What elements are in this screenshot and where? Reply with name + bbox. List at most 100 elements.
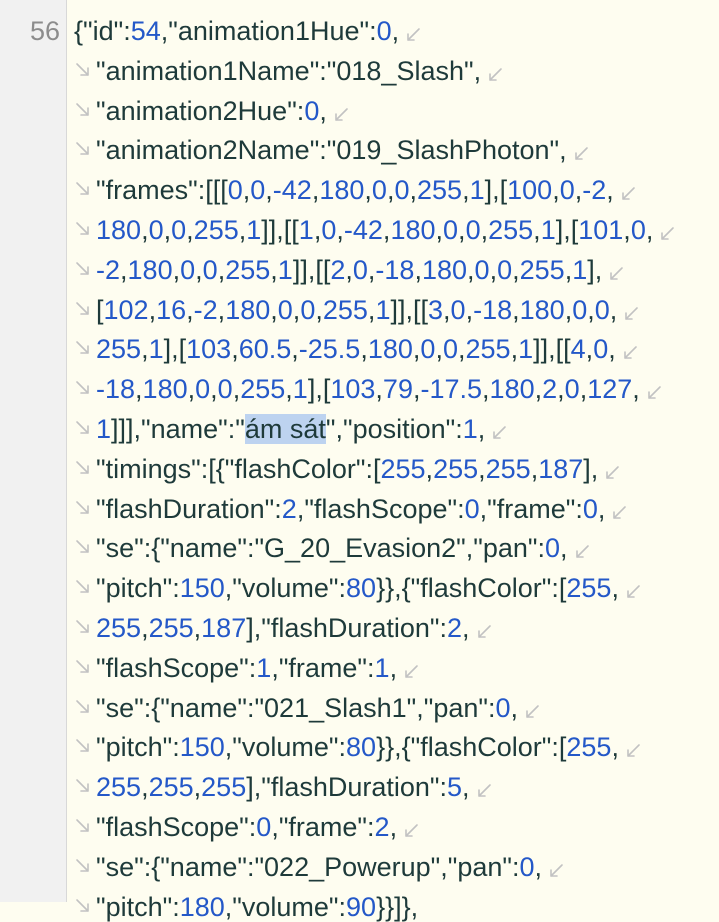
string-token: "019_SlashPhoton" <box>326 135 560 165</box>
punctuation-token: ], <box>246 772 262 802</box>
number-token: 0 <box>195 374 211 404</box>
string-token: "flashColor" <box>410 732 552 762</box>
number-token: 0 <box>545 533 561 563</box>
punctuation-token: , <box>611 573 619 603</box>
wrap-continue-icon <box>74 219 94 239</box>
punctuation-token: , <box>414 255 422 285</box>
number-token: 60.5 <box>238 334 292 364</box>
punctuation-token: , <box>389 653 398 683</box>
wrap-arrow-icon <box>403 26 423 46</box>
wrap-arrow-icon <box>606 265 626 285</box>
number-token: -2 <box>193 295 218 325</box>
punctuation-token: ]]], <box>111 414 142 444</box>
number-token: 0 <box>519 852 535 882</box>
punctuation-token: , <box>141 215 149 245</box>
punctuation-token: , <box>336 215 344 245</box>
punctuation-token: : <box>319 56 327 86</box>
number-token: 1 <box>298 215 314 245</box>
number-token: 255 <box>322 295 368 325</box>
number-token: 150 <box>179 573 225 603</box>
number-token: 180 <box>225 295 271 325</box>
punctuation-token: }},{ <box>376 573 411 603</box>
punctuation-token: , <box>391 16 400 46</box>
string-token: "name" <box>160 693 247 723</box>
number-token: 150 <box>179 732 225 762</box>
number-token: 0 <box>474 255 490 285</box>
punctuation-token: , <box>141 613 149 643</box>
string-token: "flashScope" <box>96 812 249 842</box>
punctuation-token: , <box>467 255 475 285</box>
punctuation-token: , <box>389 812 398 842</box>
punctuation-token: : <box>248 812 257 842</box>
punctuation-token: :[ <box>551 573 567 603</box>
punctuation-token: , <box>557 374 565 404</box>
wrap-arrow-icon <box>546 862 566 882</box>
wrap-continue-icon <box>74 537 94 557</box>
line-number: 56 <box>29 16 60 46</box>
punctuation-token: :{ <box>143 693 161 723</box>
punctuation-token: : <box>296 96 305 126</box>
number-token: -17.5 <box>420 374 483 404</box>
number-token: 0 <box>582 494 598 524</box>
punctuation-token: , <box>609 295 618 325</box>
number-token: 255 <box>488 215 534 245</box>
punctuation-token: : <box>338 573 347 603</box>
string-token: "timings" <box>96 454 201 484</box>
punctuation-token: , <box>195 255 203 285</box>
string-token: "name" <box>160 533 247 563</box>
wrap-continue-icon <box>74 60 94 80</box>
punctuation-token: , <box>482 374 490 404</box>
punctuation-token: , <box>292 295 301 325</box>
number-token: 16 <box>156 295 187 325</box>
punctuation-token: , <box>224 892 233 922</box>
punctuation-token: ]],[[ <box>533 334 571 364</box>
punctuation-token: , <box>611 732 619 762</box>
wrap-continue-icon <box>74 179 94 199</box>
string-token: "position" <box>343 414 456 444</box>
string-token: "animation1Hue" <box>168 16 370 46</box>
wrap-continue-icon <box>74 697 94 717</box>
number-token: 180 <box>96 215 142 245</box>
string-token: "pitch" <box>96 573 173 603</box>
number-token: 180 <box>319 175 365 205</box>
wrap-continue-icon <box>74 139 94 159</box>
number-token: 1 <box>469 175 485 205</box>
punctuation-token: : <box>439 613 448 643</box>
number-token: 255 <box>240 374 286 404</box>
number-token: 255 <box>380 454 426 484</box>
punctuation-token: ]],[[ <box>292 255 331 285</box>
punctuation-token: : <box>455 414 463 444</box>
number-token: 0 <box>300 295 316 325</box>
punctuation-token: , <box>120 255 128 285</box>
punctuation-token: , <box>386 175 395 205</box>
wrap-arrow-icon <box>401 822 421 842</box>
punctuation-token: , <box>465 533 474 563</box>
punctuation-token: , <box>512 295 520 325</box>
number-token: 0 <box>250 175 266 205</box>
number-token: 1 <box>572 255 588 285</box>
punctuation-token: , <box>510 693 519 723</box>
number-token: 1 <box>375 295 391 325</box>
punctuation-token: , <box>480 215 489 245</box>
number-token: 2 <box>330 255 346 285</box>
punctuation-token: : <box>172 573 180 603</box>
punctuation-token: , <box>367 255 376 285</box>
punctuation-token: , <box>382 215 391 245</box>
selected-text: ám sát <box>244 414 326 444</box>
number-token: 255 <box>566 732 612 762</box>
number-token: 2 <box>281 494 297 524</box>
punctuation-token: :{ <box>143 852 161 882</box>
punctuation-token: , <box>462 613 470 643</box>
punctuation-token: : <box>246 533 255 563</box>
wrap-continue-icon <box>74 577 94 597</box>
punctuation-token: , <box>477 414 486 444</box>
number-token: 1 <box>540 215 556 245</box>
wrap-arrow-icon <box>331 106 351 126</box>
number-token: 255 <box>566 573 612 603</box>
string-token: "id" <box>83 16 124 46</box>
punctuation-token: : <box>274 494 282 524</box>
punctuation-token: , <box>533 215 541 245</box>
number-token: 180 <box>489 374 535 404</box>
punctuation-token: ],[ <box>555 215 579 245</box>
